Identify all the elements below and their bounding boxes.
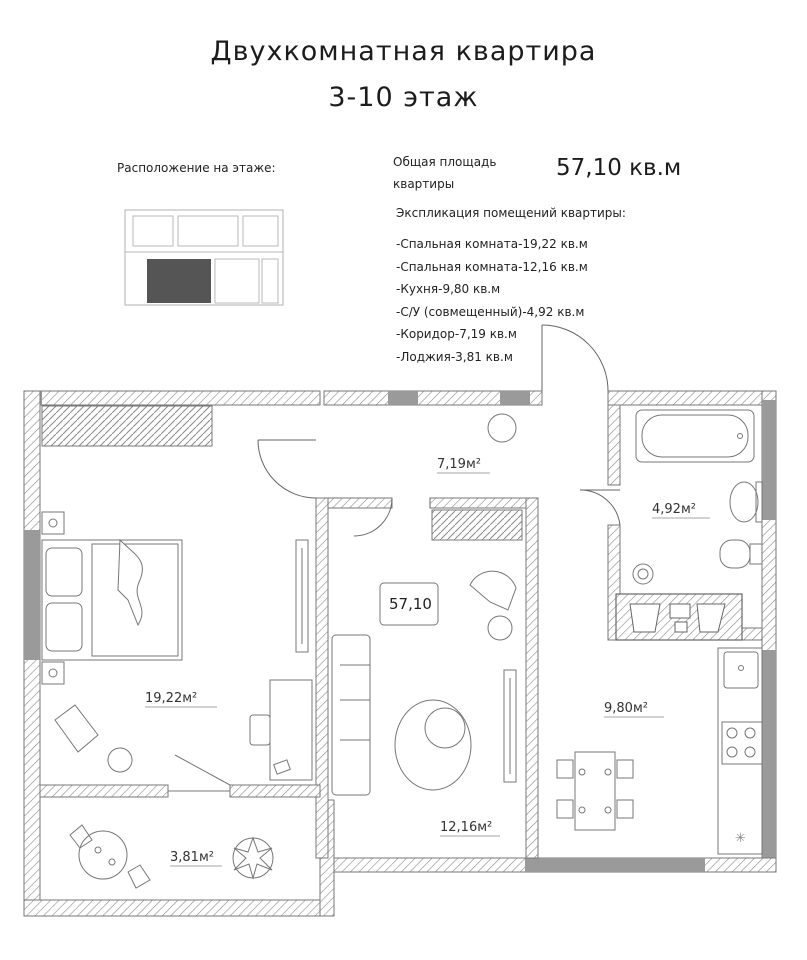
wardrobe [41,405,213,447]
chair-icon [616,759,634,779]
room-area-label: 7,19м² [437,457,481,472]
armchair-icon [54,704,99,753]
wardrobe [431,509,523,541]
room-area-label: 19,22м² [145,691,197,706]
chair-icon [127,864,151,889]
floor-range: 3-10 этаж [328,82,479,113]
inner-walls [39,324,763,859]
chair-icon [616,799,634,819]
total-area-value: 57,10 кв.м [556,155,682,181]
chair-icon [69,824,93,849]
room-area-label: 12,16м² [440,820,492,835]
svg-text:✳: ✳ [735,831,746,846]
nightstand-icon [41,661,65,685]
stove-icon [721,721,763,765]
total-area-box [379,582,439,626]
nightstand-icon [41,511,65,535]
floor-location-thumbnail [124,209,284,306]
plant-icon [232,836,274,880]
explication-item: -Кухня-9,80 кв.м [396,282,501,296]
sofa [331,634,371,796]
armchair-icon [469,570,517,611]
bed [41,538,183,661]
kitchen-sink-icon [723,651,759,689]
explication-item: -Лоджия-3,81 кв.м [396,349,513,364]
side-table-icon [107,747,133,773]
side-table-icon [487,615,513,641]
explication-list: -Спальная комната-19,22 кв.м -Спальная к… [396,233,588,368]
explication-item: -С/У (совмещенный)-4,92 кв.м [396,304,585,319]
washing-machine-icon [632,563,654,585]
round-table-icon [78,830,128,880]
explication-heading: Экспликация помещений квартиры: [396,206,626,220]
outer-walls [23,390,777,917]
round-rug [394,699,472,791]
bathtub-icon [635,409,755,463]
total-area-label-line1: Общая площадь [393,155,497,169]
armchair-icon [424,707,466,749]
room-area-label: 3,81м² [170,850,214,865]
room-area-label: 4,92м² [652,502,696,517]
apartment-highlight [147,259,211,303]
chair-icon [556,759,574,779]
toilet-icon [719,539,751,569]
chair-icon [249,714,271,746]
total-area-label-line2: квартиры [393,177,455,191]
desk [269,679,313,781]
dining-table [574,751,616,831]
sink-icon [729,481,759,523]
room-labels: 7,19м² 4,92м² 19,22м² 9,80м² 12,16м² 3,8… [145,457,710,867]
chair-icon [556,799,574,819]
explication-item: -Коридор-7,19 кв.м [396,327,517,341]
doors [257,439,621,537]
explication-item: -Спальная комната-12,16 кв.м [396,259,588,274]
plan-total-area: 57,10 [389,595,432,613]
room-area-label: 9,80м² [604,701,648,716]
location-label: Расположение на этаже: [117,161,276,175]
explication-item: -Спальная комната-19,22 кв.м [396,237,588,251]
plan-title: Двухкомнатная квартира [210,36,597,67]
pouf-icon [487,413,517,443]
furniture: ✳ [41,405,763,889]
